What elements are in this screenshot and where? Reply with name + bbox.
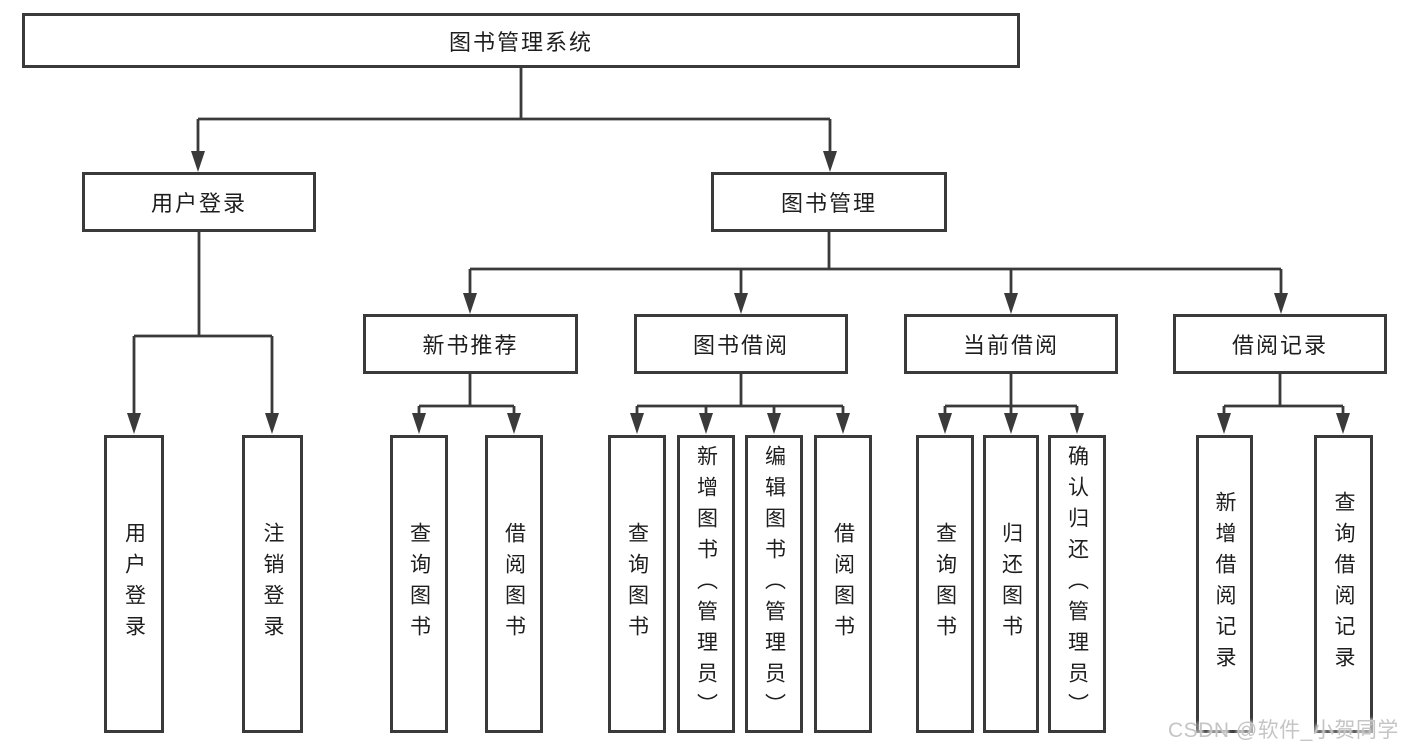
node-user-login: 用户登录 bbox=[82, 172, 316, 232]
arrowhead bbox=[1336, 413, 1350, 434]
leaf-label: 查询图书 bbox=[625, 522, 649, 646]
connector-bookmgmt-to-level3 bbox=[468, 232, 1283, 297]
leaf-label: 用户登录 bbox=[122, 522, 146, 646]
arrowhead bbox=[734, 293, 748, 314]
leaf-label: 新增借阅记录 bbox=[1213, 491, 1236, 677]
arrowhead bbox=[507, 413, 521, 434]
leaf-logout: 注销登录 bbox=[242, 435, 303, 733]
connector-newbook-to-leaves bbox=[417, 374, 516, 417]
arrowhead bbox=[1004, 293, 1018, 314]
leaf-label: 借阅图书 bbox=[831, 522, 855, 646]
csdn-watermark: CSDN @软件_小贺同学 bbox=[1168, 719, 1399, 742]
node-borrow-records: 借阅记录 bbox=[1173, 314, 1387, 374]
connector-root-to-level2 bbox=[196, 68, 832, 155]
leaf-confirm-return-admin: 确认归还（管理员） bbox=[1048, 435, 1106, 733]
arrowhead bbox=[836, 413, 850, 434]
leaf-user-login: 用户登录 bbox=[104, 435, 164, 733]
arrowhead bbox=[265, 413, 279, 434]
connector-currentborrow-to-leaves bbox=[943, 374, 1079, 417]
leaf-label: 编辑图书（管理员） bbox=[762, 444, 786, 724]
connector-bookborrow-to-leaves bbox=[635, 374, 845, 417]
arrowhead bbox=[823, 151, 837, 172]
node-book-management: 图书管理 bbox=[711, 172, 947, 232]
leaf-label: 新增图书（管理员） bbox=[694, 444, 718, 724]
leaf-add-borrow-record: 新增借阅记录 bbox=[1196, 435, 1253, 733]
arrowhead bbox=[463, 293, 477, 314]
leaf-borrow-books-newbook: 借阅图书 bbox=[485, 435, 543, 733]
leaf-query-borrow-record: 查询借阅记录 bbox=[1314, 435, 1373, 733]
leaf-label: 查询借阅记录 bbox=[1332, 491, 1355, 677]
node-new-book-recommend: 新书推荐 bbox=[363, 314, 578, 374]
arrowhead bbox=[412, 413, 426, 434]
leaf-edit-books-admin: 编辑图书（管理员） bbox=[745, 435, 803, 733]
arrowhead bbox=[191, 151, 205, 172]
leaf-label: 归还图书 bbox=[999, 522, 1023, 646]
leaf-query-books-newbook: 查询图书 bbox=[390, 435, 448, 733]
arrowhead bbox=[1274, 293, 1288, 314]
leaf-return-books: 归还图书 bbox=[983, 435, 1039, 733]
leaf-label: 查询图书 bbox=[933, 522, 957, 646]
arrowhead bbox=[938, 413, 952, 434]
leaf-add-books-admin: 新增图书（管理员） bbox=[677, 435, 735, 733]
node-current-borrow: 当前借阅 bbox=[904, 314, 1118, 374]
node-root: 图书管理系统 bbox=[22, 13, 1020, 68]
leaf-label: 确认归还（管理员） bbox=[1065, 444, 1089, 724]
leaf-query-books-current: 查询图书 bbox=[916, 435, 974, 733]
arrowhead bbox=[699, 413, 713, 434]
arrowhead bbox=[767, 413, 781, 434]
leaf-query-books-borrow: 查询图书 bbox=[608, 435, 666, 733]
arrowhead bbox=[1004, 413, 1018, 434]
leaf-borrow-books-borrow: 借阅图书 bbox=[814, 435, 872, 733]
arrowhead bbox=[1217, 413, 1231, 434]
leaf-label: 查询图书 bbox=[407, 522, 431, 646]
connector-userlogin-to-leaves bbox=[132, 232, 274, 416]
arrowhead bbox=[127, 413, 141, 434]
node-book-borrow: 图书借阅 bbox=[634, 314, 848, 374]
arrowhead bbox=[630, 413, 644, 434]
arrowhead bbox=[1070, 413, 1084, 434]
leaf-label: 注销登录 bbox=[261, 522, 284, 646]
leaf-label: 借阅图书 bbox=[502, 522, 526, 646]
arrowheads bbox=[127, 151, 1350, 434]
connector-records-to-leaves bbox=[1222, 374, 1345, 417]
